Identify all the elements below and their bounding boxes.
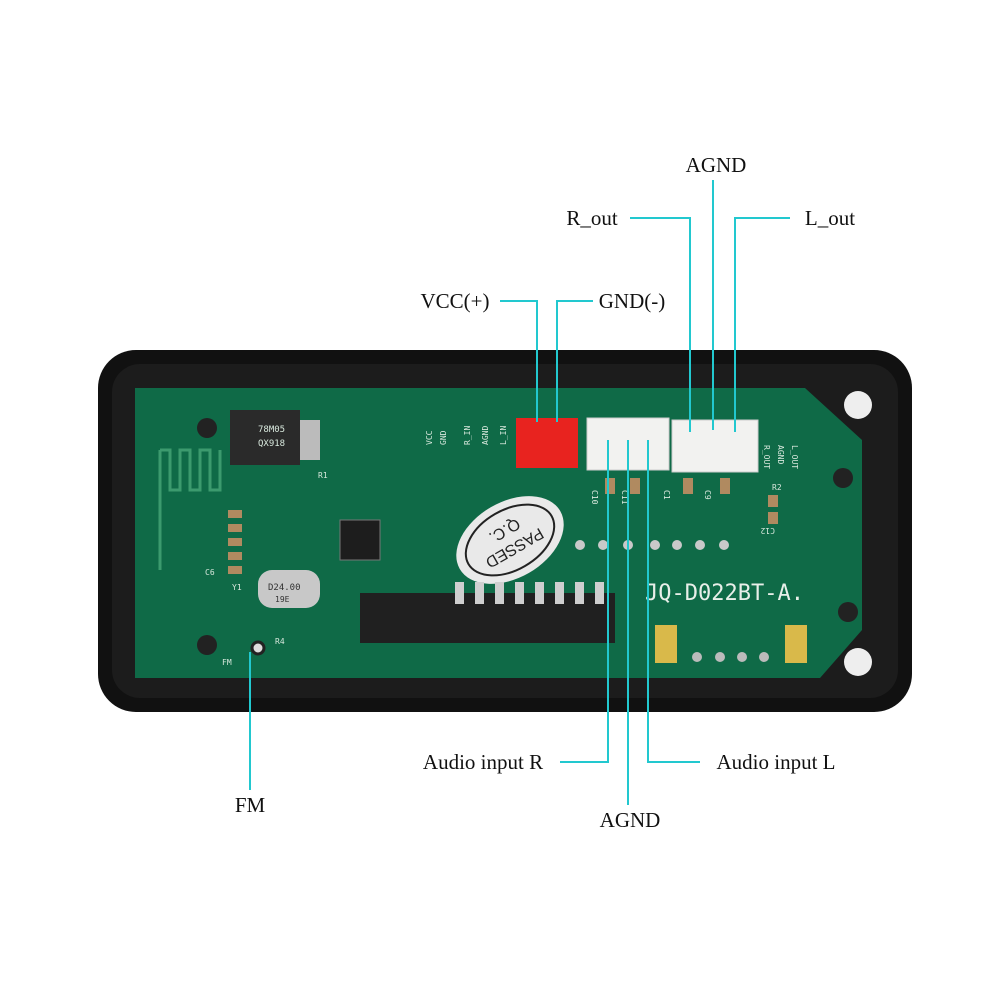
leader-lines — [249, 180, 790, 805]
svg-text:GND: GND — [439, 430, 448, 445]
svg-text:AGND: AGND — [776, 445, 785, 464]
silk-c1: C1 — [662, 490, 671, 500]
label-agnd-top: AGND — [686, 153, 747, 177]
silk-pin-labels-input: VCC GND R_IN AGND L_IN — [425, 426, 508, 445]
crystal-code: 19E — [275, 595, 290, 604]
label-l-out: L_out — [805, 206, 855, 230]
silk-y1: Y1 — [232, 583, 242, 592]
solder-pad-right — [785, 625, 807, 663]
label-gnd: GND(-) — [599, 289, 665, 313]
silk-c11: C11 — [620, 490, 629, 505]
sd-slot-pins — [455, 582, 604, 604]
fm-antenna-pad — [250, 640, 266, 656]
silk-c6: C6 — [205, 568, 215, 577]
svg-text:R_IN: R_IN — [463, 426, 472, 445]
mount-hole-top-right — [844, 391, 872, 419]
leader-vcc — [500, 300, 538, 422]
qc-passed-sticker: PASSED Q.C. — [456, 496, 564, 584]
leader-r-out — [630, 217, 691, 432]
silk-r2: R2 — [772, 483, 782, 492]
silk-fm: FM — [222, 658, 232, 667]
audio-output-connector — [671, 419, 759, 473]
label-audio-input-r: Audio input R — [423, 750, 543, 774]
crystal-label: D24.00 — [268, 583, 301, 593]
crystal-oscillator — [258, 570, 320, 608]
leader-audio-in-l — [647, 440, 700, 763]
main-chip — [339, 519, 381, 561]
silk-r4: R4 — [275, 637, 285, 646]
label-audio-input-l: Audio input L — [717, 750, 836, 774]
regulator-code: QX918 — [258, 439, 285, 449]
label-r-out: R_out — [566, 206, 618, 230]
silk-c9: C9 — [703, 490, 712, 500]
header-pin-row — [575, 540, 729, 550]
voltage-regulator — [230, 410, 300, 465]
leader-l-out — [734, 217, 790, 432]
label-agnd-bottom: AGND — [600, 808, 661, 832]
silk-r1: R1 — [318, 471, 328, 480]
svg-text:AGND: AGND — [481, 426, 490, 445]
smd-components — [228, 478, 778, 574]
bottom-pins — [692, 652, 769, 662]
svg-text:VCC: VCC — [425, 430, 434, 445]
leader-gnd — [556, 300, 593, 422]
sd-card-slot — [360, 593, 615, 643]
regulator-label: 78M05 — [258, 425, 285, 435]
silk-pin-labels-output: R_OUT AGND L_OUT — [762, 445, 799, 469]
svg-text:L_OUT: L_OUT — [790, 445, 799, 469]
solder-pad-left — [655, 625, 677, 663]
power-connector — [516, 418, 578, 468]
svg-text:L_IN: L_IN — [499, 426, 508, 445]
svg-text:R_OUT: R_OUT — [762, 445, 771, 469]
silk-c10: C10 — [590, 490, 599, 505]
leader-audio-in-r — [560, 440, 609, 763]
label-vcc: VCC(+) — [420, 289, 489, 313]
screw-icons — [197, 418, 858, 655]
label-fm: FM — [235, 793, 266, 817]
board-model-label: JQ-D022BT-A. — [645, 581, 804, 606]
pcb-antenna-trace — [158, 448, 222, 570]
mount-hole-bottom-right — [844, 648, 872, 676]
silk-c12: C12 — [760, 526, 775, 535]
